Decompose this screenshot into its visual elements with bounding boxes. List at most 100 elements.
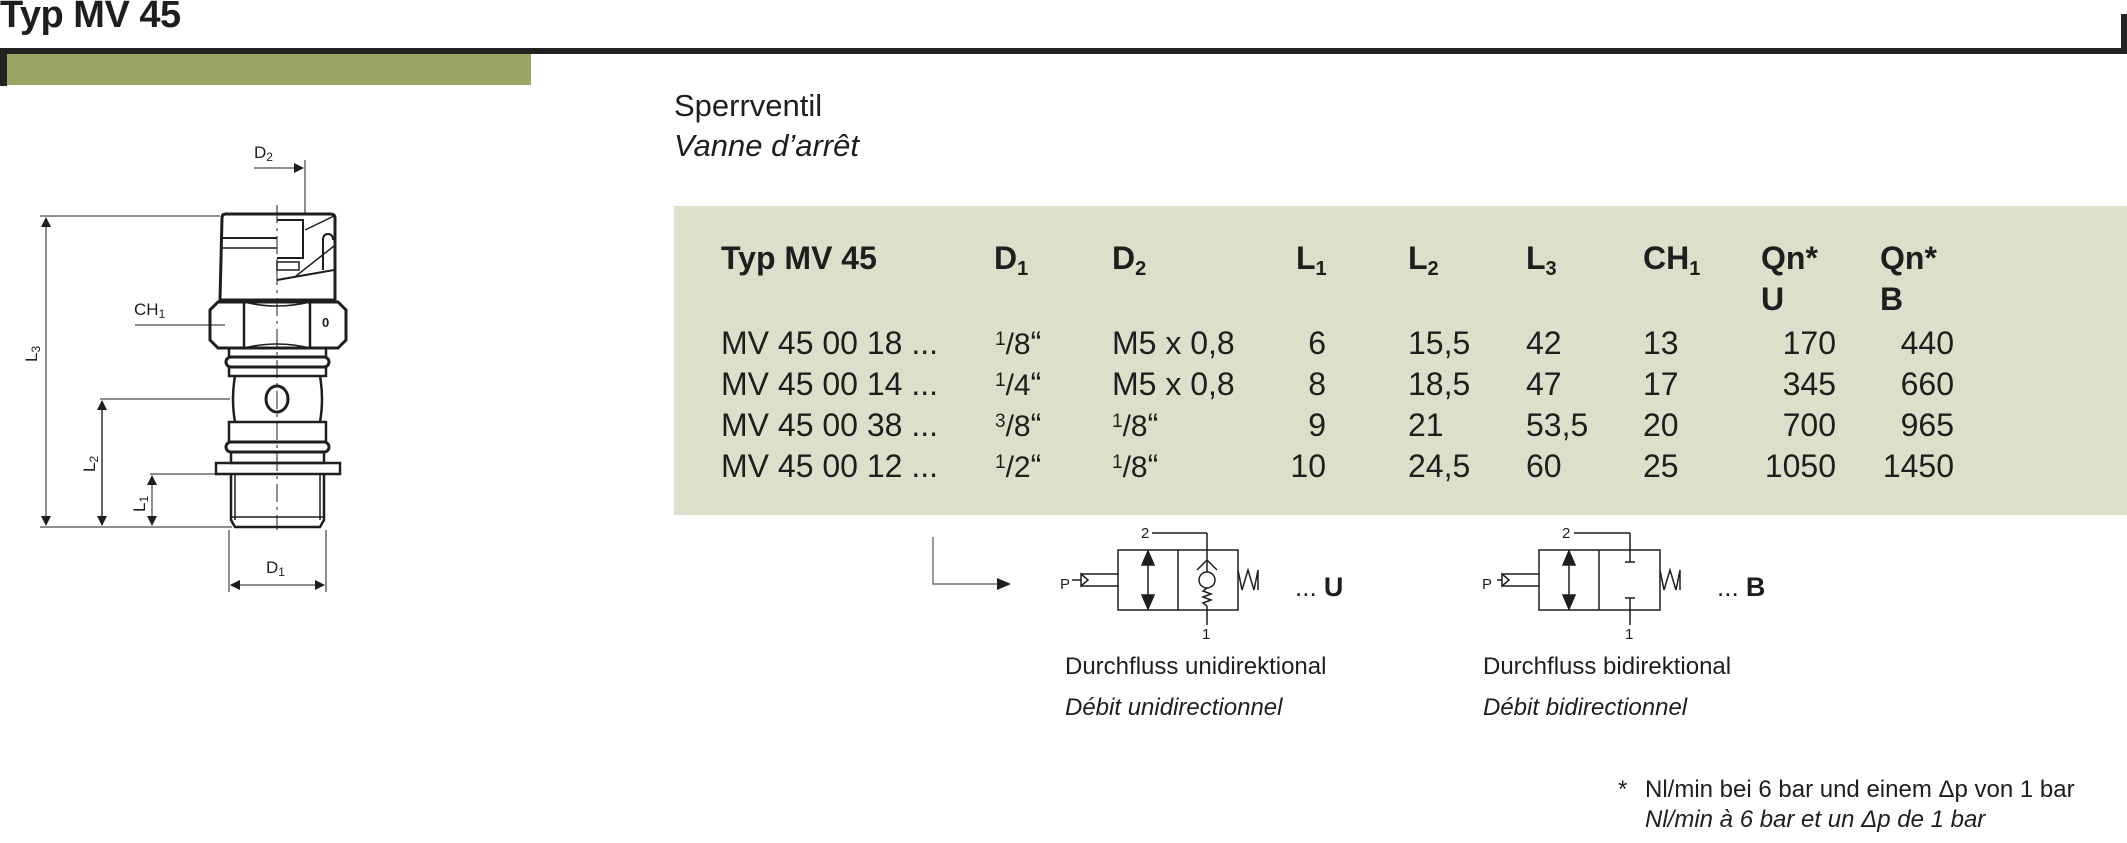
footnote-fr: Nl/min à 6 bar et un Δp de 1 bar bbox=[1645, 806, 1986, 833]
header-rule-left bbox=[0, 48, 7, 86]
dim-label-l2-sub: 2 bbox=[87, 455, 101, 463]
d1-numerator: 3 bbox=[995, 411, 1006, 432]
dim-label-l2: L2 bbox=[80, 456, 101, 472]
cell-d2: 1/8“ bbox=[1112, 407, 1158, 444]
valve-symbol-unidirectional bbox=[1072, 532, 1259, 625]
d2-denominator: 8 bbox=[1130, 410, 1148, 443]
cell-qn-b: 965 bbox=[1900, 407, 1954, 443]
header-d1-main: D bbox=[994, 240, 1018, 276]
d1-denominator: 2 bbox=[1013, 451, 1031, 484]
dim-label-ch1-main: CH bbox=[134, 300, 159, 319]
header-qn-b: Qn* bbox=[1880, 240, 1937, 277]
suffix-letter-b: B bbox=[1745, 572, 1766, 602]
footnote-marker: * bbox=[1618, 776, 1628, 803]
dim-label-ch1-sub: 1 bbox=[158, 307, 166, 321]
dim-label-d1-main: D bbox=[266, 558, 279, 577]
cell-qn-u: 700 bbox=[1782, 407, 1836, 443]
header-l2-sub: 2 bbox=[1427, 258, 1439, 280]
pointer-arrow-icon bbox=[932, 537, 1011, 590]
header-l1: L1 bbox=[1296, 240, 1327, 281]
header-l1-sub: 1 bbox=[1315, 258, 1327, 280]
product-name-de: Sperrventil bbox=[674, 88, 823, 123]
port-1-label: 1 bbox=[1202, 626, 1210, 643]
valve-symbol-bidirectional bbox=[1497, 532, 1681, 625]
cell-d1: 3/8“ bbox=[995, 407, 1041, 444]
cell-ch1: 17 bbox=[1643, 366, 1679, 402]
cell-d2: 1/8“ bbox=[1112, 448, 1158, 485]
d2-denominator: 8 bbox=[1130, 451, 1148, 484]
cell-l1: 10 bbox=[1290, 448, 1326, 484]
d1-slash: / bbox=[1005, 451, 1014, 484]
d1-slash: / bbox=[1005, 410, 1014, 443]
cell-qn-u: 345 bbox=[1782, 366, 1836, 402]
cell-l3: 53,5 bbox=[1526, 407, 1589, 443]
product-name-fr: Vanne d’arrêt bbox=[674, 128, 859, 163]
accent-bar bbox=[7, 54, 531, 85]
cell-d1: 1/4“ bbox=[995, 366, 1041, 403]
cell-l2: 15,5 bbox=[1408, 325, 1471, 361]
suffix-ellipsis: ... bbox=[1295, 572, 1317, 602]
dim-label-d2: D2 bbox=[254, 143, 273, 164]
d1-slash: / bbox=[1005, 369, 1014, 402]
header-d2-main: D bbox=[1112, 240, 1136, 276]
d1-denominator: 8 bbox=[1013, 328, 1031, 361]
header-d2: D2 bbox=[1112, 240, 1146, 281]
d1-numerator: 1 bbox=[995, 370, 1006, 391]
dim-label-d1: D1 bbox=[266, 558, 285, 579]
caption-unidirectional-de: Durchfluss unidirektional bbox=[1065, 653, 1327, 680]
cell-qn-u: 1050 bbox=[1764, 448, 1836, 484]
cell-l2: 18,5 bbox=[1408, 366, 1471, 402]
cell-d2: M5 x 0,8 bbox=[1112, 366, 1235, 402]
cell-ch1: 25 bbox=[1643, 448, 1679, 484]
header-d1-sub: 1 bbox=[1017, 258, 1029, 280]
cell-qn-b: 1450 bbox=[1882, 448, 1954, 484]
header-rule-right bbox=[2121, 14, 2127, 54]
header-ch1-sub: 1 bbox=[1689, 258, 1701, 280]
header-l3-sub: 3 bbox=[1545, 258, 1557, 280]
header-type: Typ MV 45 bbox=[721, 240, 877, 277]
port-p-label: P bbox=[1060, 576, 1070, 593]
dim-label-d2-main: D bbox=[254, 143, 267, 162]
cell-ch1: 13 bbox=[1643, 325, 1679, 361]
dim-label-l3-main: L bbox=[22, 352, 41, 362]
header-rule bbox=[0, 48, 2127, 54]
header-l2-main: L bbox=[1408, 240, 1428, 276]
dim-label-d2-sub: 2 bbox=[266, 150, 273, 164]
dim-label-l1-sub: 1 bbox=[137, 495, 151, 503]
cell-type: MV 45 00 38 ... bbox=[721, 407, 939, 443]
dim-label-d1-sub: 1 bbox=[278, 565, 285, 579]
d2-slash: / bbox=[1122, 451, 1131, 484]
d1-inch-mark: “ bbox=[1030, 325, 1042, 361]
header-type-label: Typ MV 45 bbox=[721, 240, 877, 276]
cell-l3: 60 bbox=[1526, 448, 1562, 484]
cell-type: MV 45 00 14 ... bbox=[721, 366, 939, 402]
d1-numerator: 1 bbox=[995, 452, 1006, 473]
cell-type: MV 45 00 18 ... bbox=[721, 325, 939, 361]
caption-bidirectional-fr: Débit bidirectionnel bbox=[1483, 694, 1688, 721]
header-ch1-main: CH bbox=[1643, 240, 1690, 276]
cell-l1: 6 bbox=[1308, 325, 1326, 361]
suffix-ellipsis: ... bbox=[1717, 572, 1739, 602]
cell-d1: 1/8“ bbox=[995, 325, 1041, 362]
header-l3-main: L bbox=[1526, 240, 1546, 276]
cell-ch1: 20 bbox=[1643, 407, 1679, 443]
port-2-label-b: 2 bbox=[1562, 525, 1570, 542]
d2-inch-mark: “ bbox=[1147, 448, 1159, 484]
header-ch1: CH1 bbox=[1643, 240, 1700, 281]
cell-l1: 8 bbox=[1308, 366, 1326, 402]
dim-label-l1: L1 bbox=[130, 496, 151, 512]
footnote-de: Nl/min bei 6 bar und einem Δp von 1 bar bbox=[1645, 776, 2075, 803]
header-qn-b-main: Qn* bbox=[1880, 240, 1937, 276]
cell-qn-u: 170 bbox=[1782, 325, 1836, 361]
hex-marking: 0 bbox=[322, 315, 329, 330]
symbol-suffix-b: ... B bbox=[1717, 572, 1765, 603]
d1-inch-mark: “ bbox=[1030, 366, 1042, 402]
port-2-label: 2 bbox=[1141, 525, 1149, 542]
d2-numerator: 1 bbox=[1112, 411, 1123, 432]
page-title: Typ MV 45 bbox=[0, 0, 181, 36]
cell-d1: 1/2“ bbox=[995, 448, 1041, 485]
cell-l3: 47 bbox=[1526, 366, 1562, 402]
header-qn-b-line2: B bbox=[1880, 281, 1904, 317]
header-qn-u: Qn* bbox=[1761, 240, 1818, 277]
d1-inch-mark: “ bbox=[1030, 448, 1042, 484]
